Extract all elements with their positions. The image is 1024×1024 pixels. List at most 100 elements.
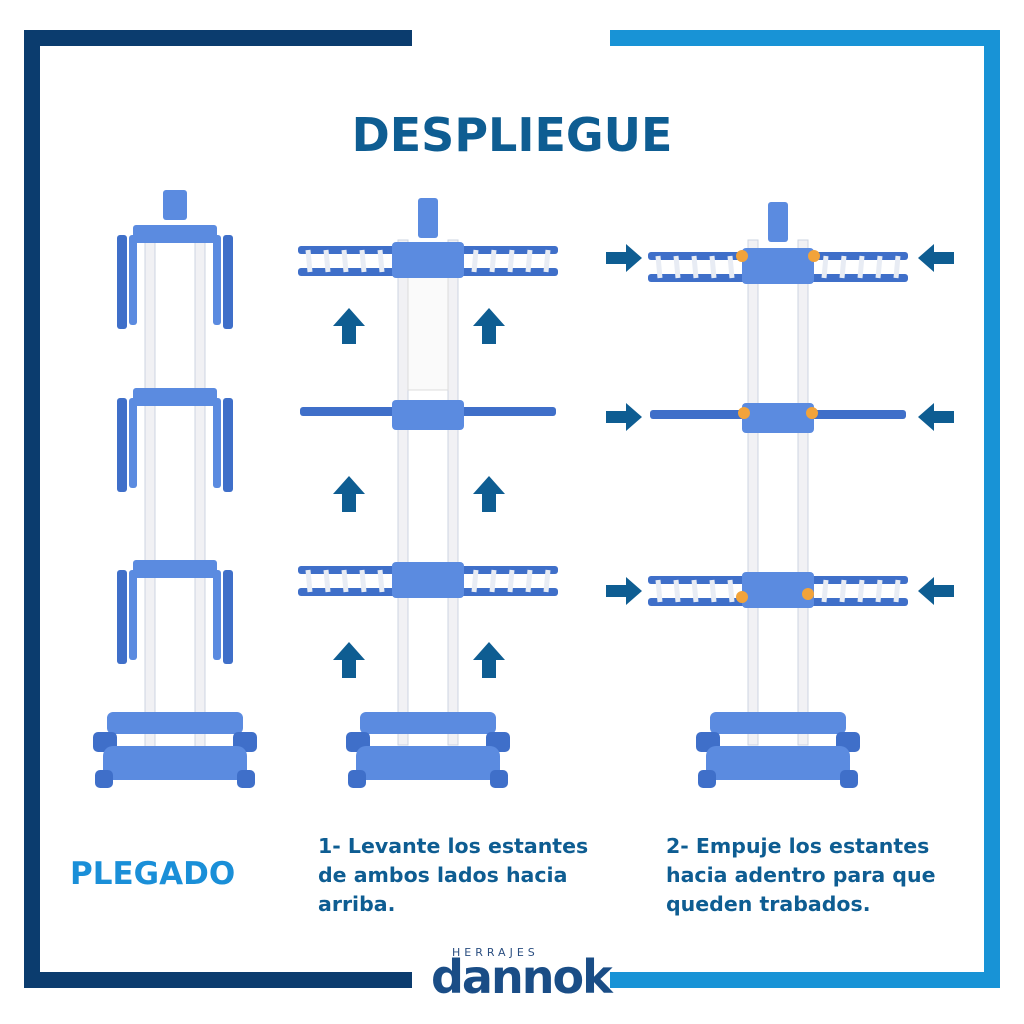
rack-locked-shelf-2-hub (742, 403, 814, 433)
rack-opening-shelf-3-rod-r0 (471, 569, 479, 593)
rack-locked-shelf-1-rod-l4 (727, 255, 735, 279)
rack-opening-shelf-1-rod-l4 (377, 249, 385, 273)
step-1-line-2: de ambos lados hacia (318, 863, 568, 887)
step-1-line-3: arriba. (318, 892, 396, 916)
rack-locked-shelf-3-rod-l1 (673, 579, 681, 603)
rack-locked-shelf-1-rod-l1 (673, 255, 681, 279)
step-2-line-3: queden trabados. (666, 892, 871, 916)
rack-opening-basket (407, 261, 449, 391)
rack-opening-shelf-1-rod-l1 (323, 249, 331, 273)
arrow-left-icon (918, 403, 954, 431)
rack-opening-wheel-left (348, 770, 366, 788)
rack-locked-knob-2l (738, 407, 750, 419)
rack-locked-shelf-3-rod-l4 (727, 579, 735, 603)
rack-opening-base-bottom (356, 746, 500, 780)
rack-opening-shelf-3-rod-r1 (489, 569, 497, 593)
arrow-right-icon (606, 244, 642, 272)
rack-folded-shelf-3-wing-left-inner (129, 570, 137, 660)
rack-opening-shelf-2-hub (392, 400, 464, 430)
rack-folded-shelf-3-wing-right-outer (223, 570, 233, 664)
rack-locked-wheel-right (840, 770, 858, 788)
brand-name: dannok (431, 950, 613, 1004)
rack-locked-shelf-1-hub (742, 248, 814, 284)
rack-folded-shelf-1-wing-left-inner (129, 235, 137, 325)
rack-folded-shelf-3-hub (133, 560, 217, 578)
rack-folded-wheel-right (237, 770, 255, 788)
frame-left-top (24, 30, 412, 46)
rack-folded-shelf-2-wing-left-inner (129, 398, 137, 488)
brand-tagline: HERRAJES (452, 946, 539, 959)
rack-locked-shelf-1-rod-l2 (691, 255, 699, 279)
rack-opening-shelf-3-rod-r2 (507, 569, 515, 593)
rack-opening-shelf-3-rod-l2 (341, 569, 349, 593)
frame-left-side (24, 30, 40, 988)
rack-folded-base-top (107, 712, 243, 734)
rack-folded-top-handle (163, 190, 187, 220)
rack-opening-pole-left (397, 239, 409, 746)
rack-folded-pole-right (194, 229, 206, 751)
arrow-up-icon (333, 308, 365, 344)
rack-locked-shelf-1-rod-r4 (893, 255, 901, 279)
rack-opening-shelf-3-rod-r4 (543, 569, 551, 593)
step-2-line-2: hacia adentro para que (666, 863, 936, 887)
rack-locked-shelf-1-rod-r2 (857, 255, 865, 279)
rack-opening-shelf-1-hub (392, 242, 464, 278)
rack-locked-shelf-1-rod-r0 (821, 255, 829, 279)
rack-opening-shelf-3-rod-l4 (377, 569, 385, 593)
rack-opening-shelf-1-rod-r2 (507, 249, 515, 273)
rack-locked-shelf-3-rod-r4 (893, 579, 901, 603)
step-2-line-1: 2- Empuje los estantes (666, 834, 930, 858)
rack-locked-shelf-3-rod-l2 (691, 579, 699, 603)
step-1-line-1: 1- Levante los estantes (318, 834, 589, 858)
rack-locked-shelf-1-rod-l0 (655, 255, 663, 279)
rack-locked-shelf-1-rod-r1 (839, 255, 847, 279)
brand-logo (420, 944, 604, 1008)
rack-locked-shelf-3-rod-r3 (875, 579, 883, 603)
rack-locked-knob-1l (736, 250, 748, 262)
rack-opening-shelf-1-rod-l2 (341, 249, 349, 273)
rack-locked-base-bottom (706, 746, 850, 780)
rack-folded-shelf-2-hub (133, 388, 217, 406)
rack-locked-wheel-left (698, 770, 716, 788)
step-2-text: 2- Empuje los estantes hacia adentro par… (666, 832, 966, 919)
arrow-left-icon (918, 244, 954, 272)
rack-locked-shelf-3-rod-r2 (857, 579, 865, 603)
rack-locked-knob-2r (806, 407, 818, 419)
arrow-up-icon (333, 476, 365, 512)
arrow-up-icon (333, 642, 365, 678)
rack-locked-shelf-3-hub (742, 572, 814, 608)
arrow-up-icon (473, 308, 505, 344)
rack-locked-shelf-3-rod-r1 (839, 579, 847, 603)
arrow-up-icon (473, 476, 505, 512)
rack-locked-pole-right (797, 239, 809, 746)
rack-opening-shelf-3-hub (392, 562, 464, 598)
frame-right-top (610, 30, 1000, 46)
rack-opening-shelf-1-rod-r1 (489, 249, 497, 273)
rack-folded-pole-left (144, 229, 156, 751)
frame-right-bottom (610, 972, 1000, 988)
rack-folded-shelf-3-wing-right-inner (213, 570, 221, 660)
rack-folded-shelf-2-wing-right-outer (223, 398, 233, 492)
rack-opening-shelf-1-rod-l3 (359, 249, 367, 273)
rack-folded-base-bottom (103, 746, 247, 780)
rack-folded-wheel-left (95, 770, 113, 788)
rack-folded-shelf-3-wing-left-outer (117, 570, 127, 664)
step-1-text: 1- Levante los estantes de ambos lados h… (318, 832, 618, 919)
arrow-up-icon (473, 642, 505, 678)
rack-locked-top-handle (768, 202, 788, 242)
rack-opening-wheel-right (490, 770, 508, 788)
rack-locked-shelf-3-rod-l3 (709, 579, 717, 603)
rack-locked-knob-1r (808, 250, 820, 262)
folded-label: PLEGADO (70, 856, 236, 892)
rack-opening-shelf-3-rod-l3 (359, 569, 367, 593)
frame-left-bottom (24, 972, 412, 988)
arrow-left-icon (918, 577, 954, 605)
frame-right-side (984, 30, 1000, 988)
rack-opening-shelf-3-rod-l1 (323, 569, 331, 593)
rack-locked-shelf-1-rod-l3 (709, 255, 717, 279)
arrow-right-icon (606, 577, 642, 605)
rack-opening-pole-right (447, 239, 459, 746)
rack-folded-shelf-1-wing-left-outer (117, 235, 127, 329)
rack-locked-knob-3l (736, 591, 748, 603)
